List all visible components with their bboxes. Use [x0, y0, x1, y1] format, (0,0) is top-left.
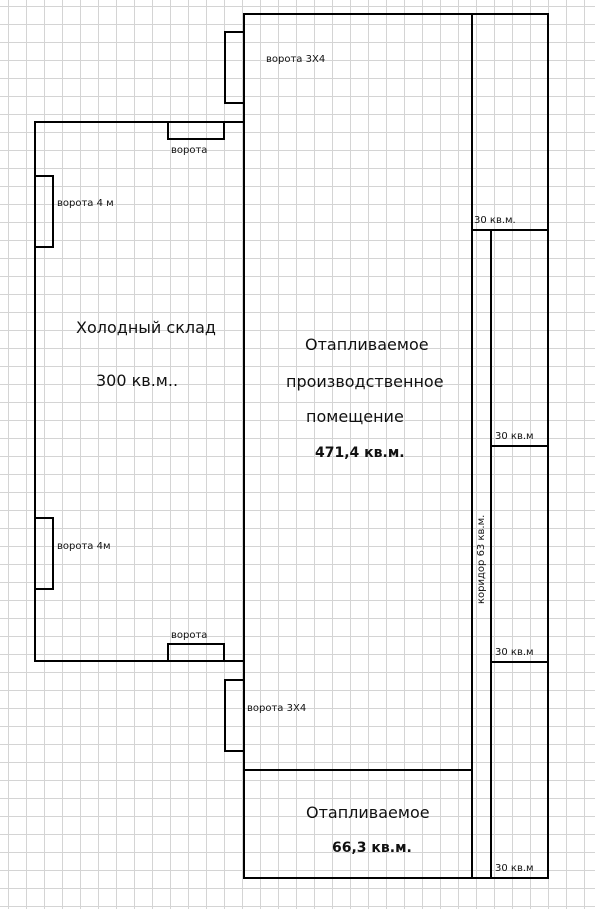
heated-small-area: 66,3 кв.м. — [332, 840, 412, 856]
corridor-label: коридор 63 кв.м. — [476, 514, 487, 604]
cold-warehouse-area: 300 кв.м.. — [96, 371, 179, 390]
heated-small-outline — [243, 769, 473, 879]
room2-area: 30 кв.м — [495, 431, 534, 442]
gate-cold-bottom — [167, 643, 225, 662]
gate-heated-bottom — [224, 679, 245, 752]
room4-area: 30 кв.м — [495, 863, 534, 874]
heated-small-title: Отапливаемое — [306, 803, 430, 822]
gate-cold-bottom-label: ворота — [171, 630, 208, 641]
corridor-outline — [471, 229, 492, 879]
gate-heated-bottom-label: ворота 3Х4 — [247, 703, 307, 714]
gate-cold-left-upper-label: ворота 4 м — [57, 198, 114, 209]
gate-heated-top — [224, 31, 245, 104]
heated-production-outline — [243, 13, 473, 771]
gate-cold-left-lower-label: ворота 4м — [57, 541, 111, 552]
heated-production-line3: помещение — [306, 407, 404, 426]
heated-production-line2: производственное — [286, 372, 444, 391]
cold-warehouse-title: Холодный склад — [76, 318, 216, 337]
heated-production-line1: Отапливаемое — [305, 335, 429, 354]
gate-heated-top-label: ворота 3Х4 — [266, 54, 326, 65]
gate-cold-left-upper — [34, 175, 54, 248]
gate-cold-top — [167, 121, 225, 140]
heated-production-area: 471,4 кв.м. — [315, 445, 405, 461]
gate-cold-left-lower — [34, 517, 54, 590]
gate-cold-top-label: ворота — [171, 145, 208, 156]
room3-area: 30 кв.м — [495, 647, 534, 658]
room1-area: 30 кв.м. — [474, 215, 516, 226]
